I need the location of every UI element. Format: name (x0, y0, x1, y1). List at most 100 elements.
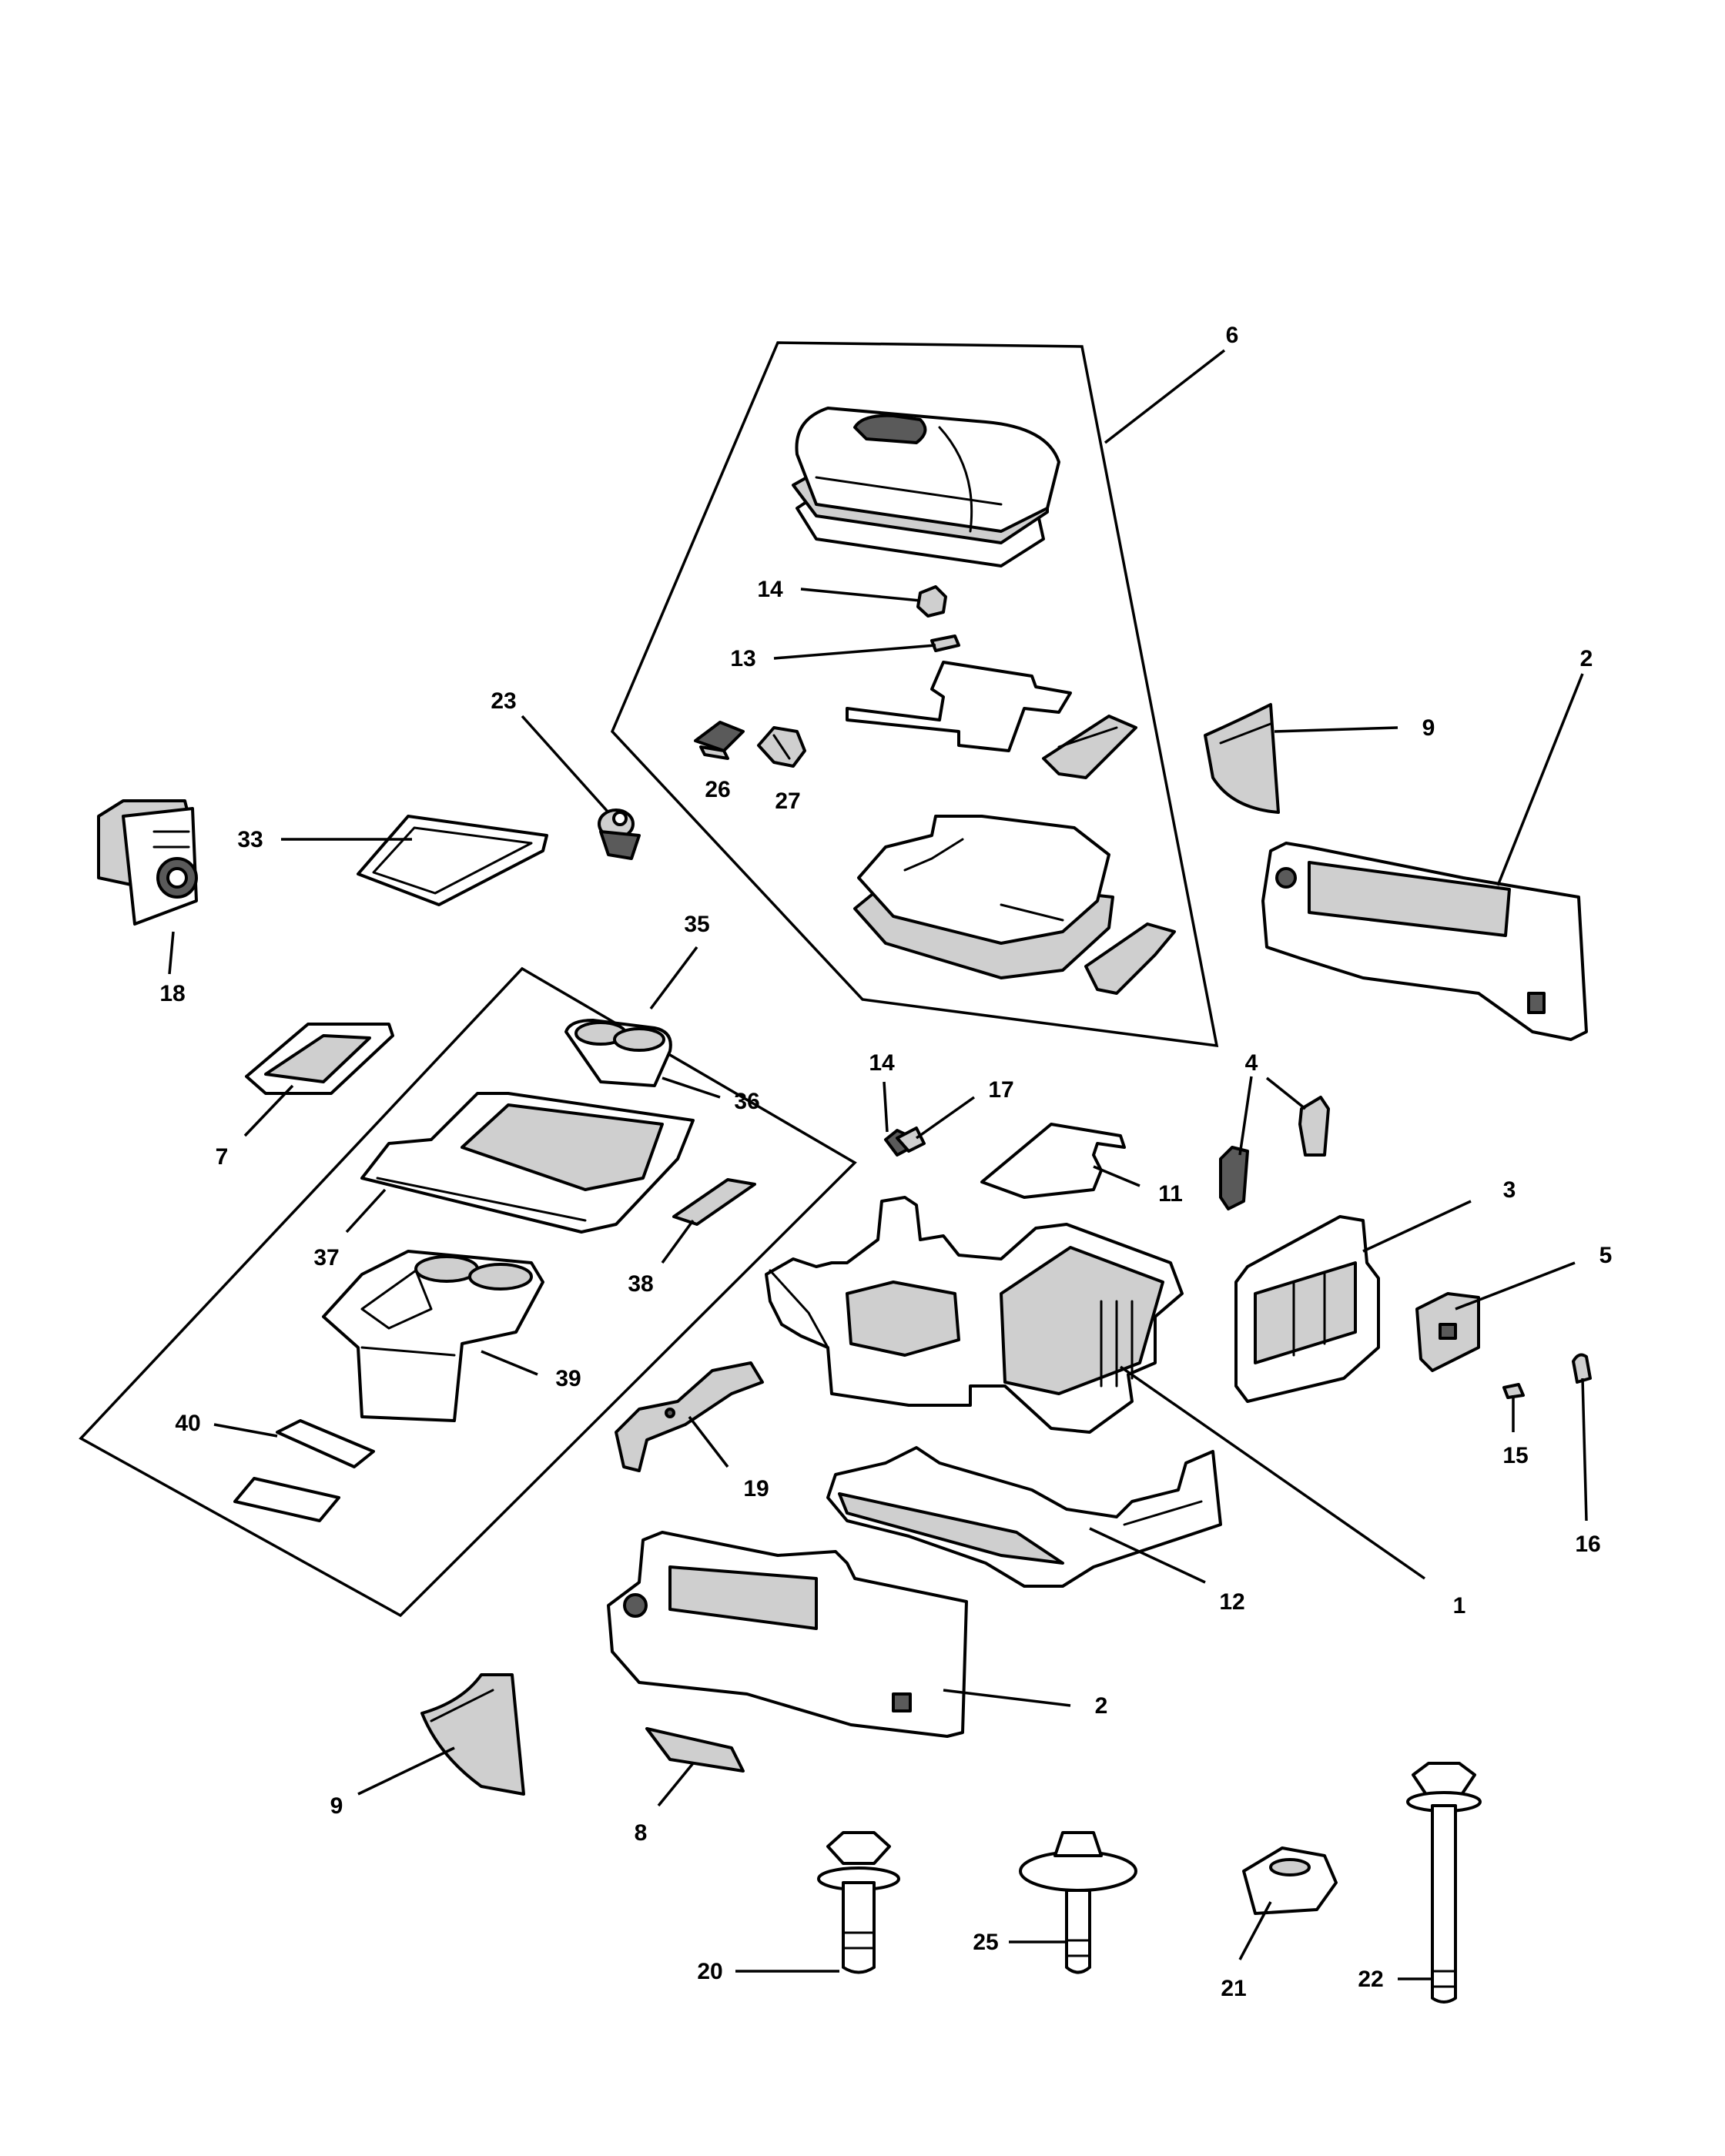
latch-27-part (757, 726, 806, 768)
callout-38: 38 (628, 1271, 653, 1297)
leader-21 (1238, 1901, 1272, 1960)
leader-8 (657, 1762, 695, 1807)
clip-15-part (1502, 1383, 1525, 1399)
trim-strip-38-part (672, 1178, 756, 1226)
leader-39 (481, 1350, 538, 1376)
callout-17: 17 (988, 1077, 1013, 1103)
clip-16-part (1572, 1353, 1592, 1384)
leader-2a (1496, 673, 1584, 886)
hinge-plate-part (846, 661, 1072, 752)
pin-13-part (930, 634, 960, 652)
connector-4-part (1219, 1096, 1330, 1210)
leader-14b (883, 1081, 889, 1133)
callout-15: 15 (1502, 1443, 1528, 1468)
leader-35 (649, 946, 698, 1010)
callout-12: 12 (1219, 1589, 1244, 1615)
callout-39: 39 (555, 1366, 581, 1391)
leader-16 (1581, 1378, 1588, 1522)
leader-37 (345, 1188, 387, 1234)
callout-27: 27 (775, 788, 800, 814)
end-cap-9-upper-part (1204, 703, 1280, 814)
leader-5 (1455, 1261, 1576, 1311)
callout-8: 8 (635, 1820, 648, 1846)
leader-2b (943, 1689, 1071, 1707)
leader-9a (1274, 726, 1398, 733)
leader-14a (800, 588, 921, 602)
armrest-assembly-group-outline (610, 341, 1219, 1048)
leader-7 (243, 1084, 294, 1137)
callout-22: 22 (1358, 1967, 1383, 1992)
leader-23 (521, 715, 610, 814)
latch-26-part (694, 721, 745, 760)
switch-module-18-part (97, 799, 198, 926)
mat-40-part (233, 1419, 375, 1522)
callout-14-upper: 14 (757, 577, 783, 602)
callout-6: 6 (1226, 323, 1239, 348)
armrest-base-part (853, 815, 1114, 979)
cupholder-insert-36-part (564, 1019, 672, 1087)
callout-21: 21 (1221, 1976, 1246, 2001)
leader-19 (688, 1415, 729, 1468)
hinge-bracket-part (1042, 715, 1137, 779)
bolt-22-part (1406, 1762, 1482, 2004)
leader-4b (1265, 1076, 1307, 1110)
callout-11: 11 (1158, 1181, 1183, 1207)
usb-module-5-part (1415, 1292, 1480, 1372)
callout-16: 16 (1575, 1532, 1600, 1557)
mat-11-part (980, 1123, 1126, 1199)
leader-3 (1362, 1200, 1472, 1253)
leader-18 (168, 931, 175, 975)
leader-1 (1120, 1365, 1425, 1580)
plate-8-part (645, 1727, 745, 1773)
leader-11 (1093, 1165, 1141, 1187)
armrest-lid-part (792, 407, 1060, 567)
leader-40 (213, 1423, 278, 1438)
end-cap-9-lower-part (420, 1673, 525, 1796)
callout-2-lower: 2 (1095, 1693, 1108, 1719)
callout-19: 19 (743, 1476, 769, 1502)
callout-1: 1 (1453, 1593, 1466, 1619)
leader-4 (1238, 1076, 1253, 1156)
callout-33: 33 (237, 827, 263, 852)
side-panel-2-upper-part (1261, 842, 1588, 1041)
bolt-20-part (817, 1831, 900, 1974)
callout-13: 13 (730, 646, 755, 671)
clip-14-upper-part (916, 585, 947, 618)
leader-6 (1104, 349, 1226, 444)
callout-20: 20 (697, 1959, 722, 1984)
power-outlet-23-part (598, 808, 641, 860)
console-bezel-37-part (360, 1092, 695, 1234)
nut-21-part (1242, 1846, 1338, 1915)
armrest-bracket-part (1084, 922, 1176, 995)
leader-38 (661, 1219, 695, 1264)
callout-9-lower: 9 (330, 1793, 343, 1819)
callout-4: 4 (1245, 1050, 1258, 1076)
callout-36: 36 (734, 1089, 759, 1114)
leader-17 (915, 1096, 976, 1140)
callout-18: 18 (159, 981, 185, 1006)
bezel-33-part (357, 815, 548, 906)
callout-5: 5 (1599, 1243, 1613, 1268)
callout-25: 25 (973, 1930, 998, 1955)
leader-13 (773, 644, 936, 660)
leader-9b (357, 1746, 455, 1796)
callout-35: 35 (684, 912, 709, 937)
callout-7: 7 (216, 1144, 229, 1170)
bolt-25-part (1019, 1831, 1137, 1974)
side-panel-2-lower-part (607, 1531, 968, 1738)
cupholder-assembly-group-outline (79, 966, 857, 1618)
leader-36 (662, 1076, 721, 1099)
rear-panel-3-part (1234, 1215, 1380, 1403)
tray-7-part (245, 1023, 394, 1095)
callout-26: 26 (705, 777, 730, 802)
leader-12 (1089, 1527, 1206, 1584)
callout-37: 37 (313, 1245, 339, 1270)
air-duct-12-part (826, 1446, 1222, 1588)
callout-3: 3 (1503, 1177, 1516, 1203)
callout-40: 40 (175, 1411, 200, 1436)
callout-2-upper: 2 (1580, 646, 1593, 671)
callout-9-upper: 9 (1422, 715, 1435, 741)
callout-23: 23 (491, 688, 516, 714)
cupholder-bin-39-part (322, 1250, 544, 1422)
